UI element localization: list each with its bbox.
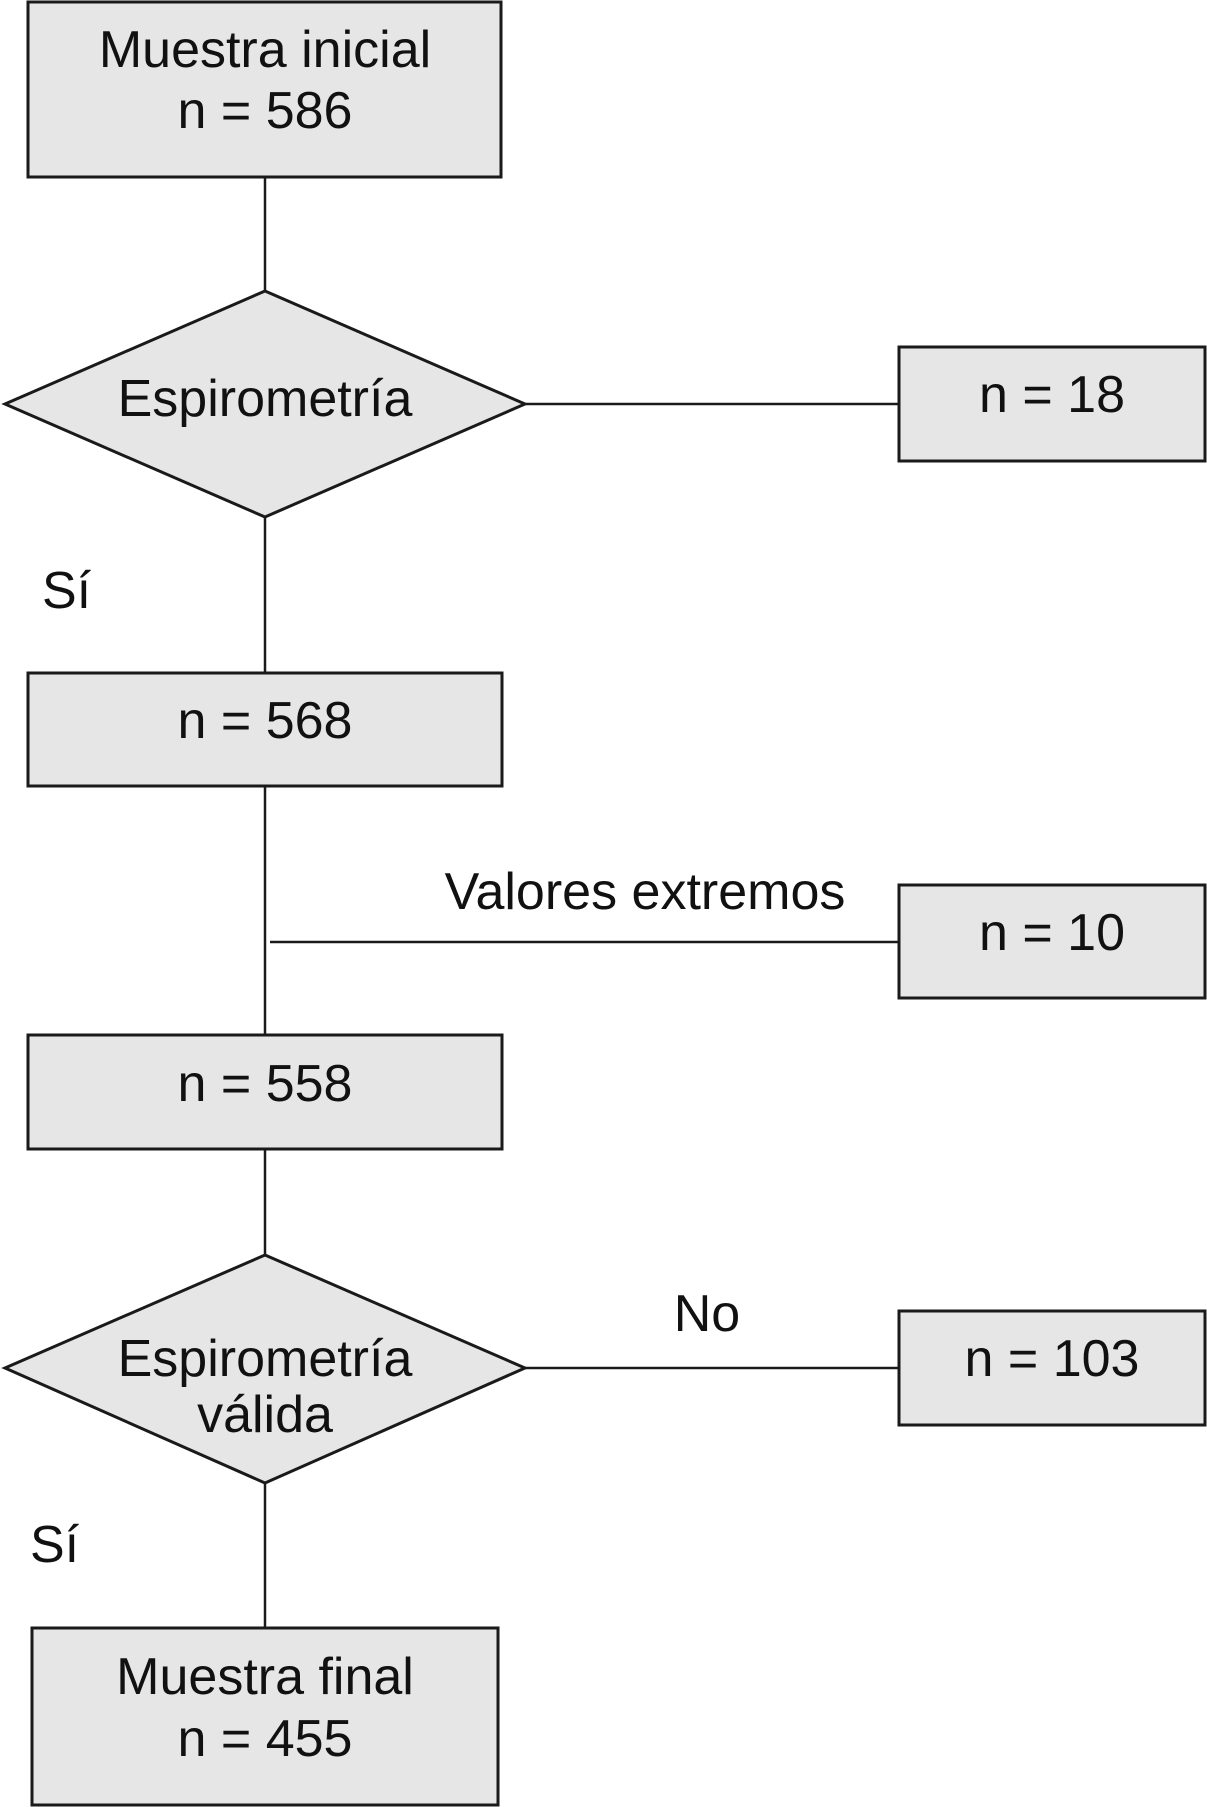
excluded-no-spirometry-box bbox=[897, 345, 1207, 463]
valid-spirometry-decision-diamond bbox=[1, 1253, 529, 1485]
after-spirometry-count: n = 568 bbox=[178, 692, 353, 750]
edge-label-extreme-values: Valores extremos bbox=[445, 863, 846, 921]
after-spirometry-box bbox=[26, 671, 504, 788]
edge-label-yes-1: Sí bbox=[42, 562, 92, 620]
valid-spirometry-decision-line2: válida bbox=[197, 1386, 333, 1444]
spirometry-decision-diamond bbox=[1, 289, 529, 519]
final-sample-box bbox=[30, 1626, 500, 1807]
initial-sample-count: n = 586 bbox=[178, 82, 353, 140]
final-sample-title: Muestra final bbox=[116, 1648, 414, 1706]
excluded-extreme-box bbox=[897, 883, 1207, 1000]
edge-label-yes-2: Sí bbox=[30, 1516, 80, 1574]
final-sample-count: n = 455 bbox=[178, 1710, 353, 1768]
initial-sample-title: Muestra inicial bbox=[99, 21, 431, 79]
excluded-no-spirometry-count: n = 18 bbox=[979, 366, 1125, 424]
after-extreme-count: n = 558 bbox=[178, 1055, 353, 1113]
edge-label-no: No bbox=[674, 1285, 740, 1343]
excluded-invalid-box bbox=[897, 1309, 1207, 1427]
after-extreme-box bbox=[26, 1033, 504, 1151]
excluded-invalid-count: n = 103 bbox=[965, 1330, 1140, 1388]
spirometry-decision-label: Espirometría bbox=[118, 370, 413, 428]
excluded-extreme-count: n = 10 bbox=[979, 904, 1125, 962]
initial-sample-box bbox=[26, 0, 503, 179]
valid-spirometry-decision-line1: Espirometría bbox=[118, 1330, 413, 1388]
